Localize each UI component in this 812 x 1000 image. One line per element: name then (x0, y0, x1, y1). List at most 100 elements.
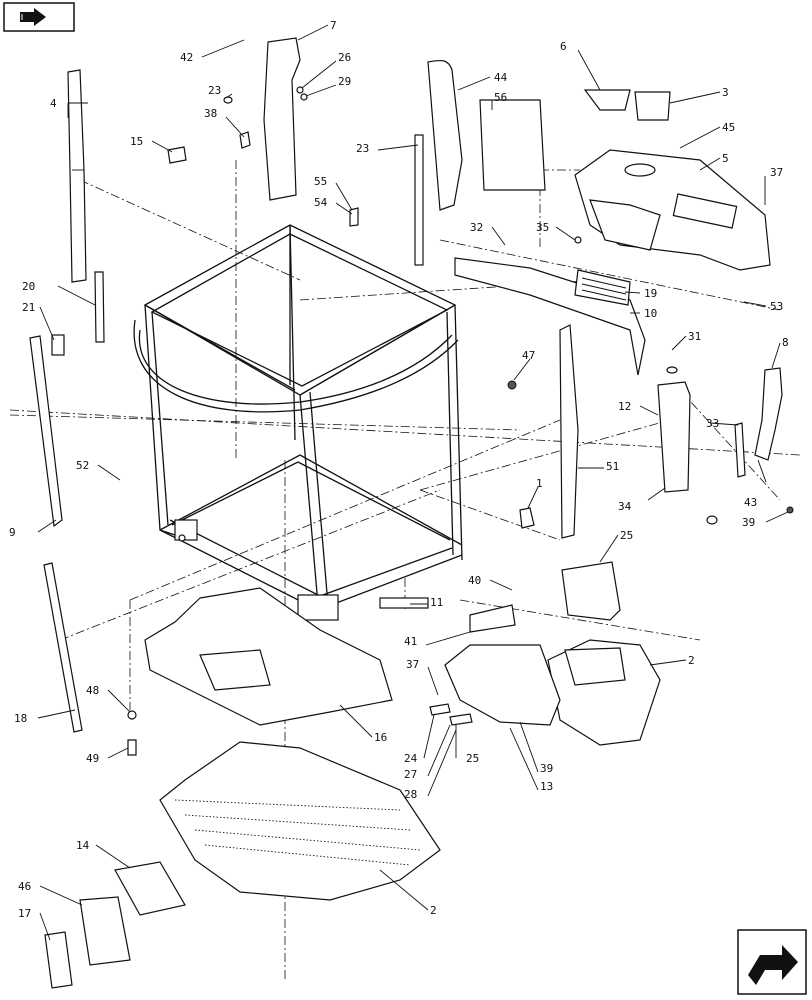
right-brackets (657, 366, 783, 525)
part-45-pillar-trim (427, 59, 463, 211)
pillar-trims (29, 37, 579, 733)
arrow-back-icon (20, 8, 46, 26)
callout-label-27: 25 (620, 529, 633, 542)
callout-label-54: 54 (314, 196, 328, 209)
callout-label-50: 49 (86, 752, 99, 765)
callout-label-52: 52 (76, 459, 89, 472)
part-5-vent (634, 91, 671, 121)
part-8-bracket (754, 367, 783, 461)
part-14-tray (444, 644, 561, 726)
part-23-seal (414, 134, 424, 266)
callout-label-5: 3 (722, 86, 729, 99)
callout-label-42: 41 (404, 635, 417, 648)
part-20-strip (94, 271, 105, 343)
part-10-trim (29, 335, 63, 528)
console-box (444, 561, 661, 746)
part-54-bolt (349, 207, 359, 227)
part-12-strip (379, 597, 429, 609)
callout-label-21: 19 (644, 287, 657, 300)
callout-label-55: 55 (314, 175, 327, 188)
callout-label-46: 45 (722, 121, 735, 134)
callout-label-31: 29 (338, 75, 351, 88)
part-50-bolt (127, 739, 137, 756)
callout-label-37: 37 (770, 166, 783, 179)
part-42-bracket (469, 604, 516, 633)
callout-label-34: 32 (470, 221, 483, 234)
part-17-mat (144, 587, 393, 726)
part-27-cup (561, 561, 621, 621)
callout-label-30: 28 (404, 788, 417, 801)
part-26-clip (429, 703, 451, 716)
callout-label-9: 7 (330, 19, 337, 32)
callout-label-38: 38 (204, 107, 217, 120)
callout-label-32: 31 (688, 330, 701, 343)
callout-label-11: 10 (644, 307, 657, 320)
callout-label-29: 27 (404, 768, 417, 781)
callout-label-45: 44 (494, 71, 508, 84)
callout-label-37b: 37 (406, 658, 419, 671)
part-41-nut (786, 506, 794, 514)
callout-label-13: 12 (618, 400, 631, 413)
callout-label-48: 47 (522, 349, 535, 362)
part-31-pin (300, 93, 308, 101)
part-7-vent (583, 89, 631, 111)
callout-label-15: 14 (76, 839, 90, 852)
callout-label-39: 39 (540, 762, 553, 775)
callout-label-10: 9 (9, 526, 16, 539)
callout-label-14: 13 (540, 780, 553, 793)
part-2-floor (159, 741, 441, 901)
next-nav-button[interactable] (737, 929, 807, 995)
floor-mats (44, 587, 441, 989)
callout-label-20: 20 (22, 280, 35, 293)
part-21-vent (574, 269, 631, 306)
callout-label-25: 25 (466, 752, 479, 765)
part-47-plate (79, 896, 131, 966)
callout-label-18: 17 (18, 907, 31, 920)
part-29-clip (449, 713, 473, 726)
callout-label-17: 16 (374, 731, 387, 744)
part-13-bracket (657, 381, 691, 493)
part-22-clip (51, 334, 65, 356)
part-51-trim (559, 324, 579, 539)
part-11-trim (454, 257, 646, 376)
callout-label-3: 2 (688, 654, 695, 667)
callout-label-49: 48 (86, 684, 99, 697)
callout-label-33: 33 (706, 417, 719, 430)
small-hardware (127, 86, 794, 756)
callout-label-1: 1 (536, 477, 543, 490)
part-16-clip (167, 146, 187, 164)
part-24-ring (223, 96, 233, 104)
cab-frame (133, 224, 463, 621)
callout-label-56: 56 (494, 91, 507, 104)
callout-label-2: 2 (430, 904, 437, 917)
part-49-nut (127, 710, 137, 720)
callout-label-53: 53 (770, 300, 783, 313)
callout-label-22: 21 (22, 301, 35, 314)
callout-label-44: 43 (744, 496, 757, 509)
callout-label-40: 40 (468, 574, 481, 587)
dash-assembly (454, 89, 771, 376)
arrow-next-icon (748, 945, 798, 985)
callout-label-7: 6 (560, 40, 567, 53)
callout-label-16: 15 (130, 135, 143, 148)
callout-label-24: 23 (208, 84, 221, 97)
callout-label-35: 34 (618, 500, 632, 513)
part-28-pin (296, 86, 304, 94)
callout-label-26: 24 (404, 752, 418, 765)
callout-label-47: 46 (18, 880, 31, 893)
part-18-block (44, 931, 73, 989)
part-36-screw (574, 236, 582, 244)
callout-label-41: 39 (742, 516, 755, 529)
back-nav-button[interactable] (3, 2, 75, 32)
callout-label-36: 35 (536, 221, 549, 234)
callout-label-19: 18 (14, 712, 27, 725)
callout-label-23: 23 (356, 142, 369, 155)
part-19-trim (43, 562, 83, 733)
part-48-plug (507, 380, 517, 390)
callout-label-6: 5 (722, 152, 729, 165)
part-33-part (734, 422, 746, 478)
callout-label-4: 4 (50, 97, 57, 110)
part-15-plate (114, 861, 186, 916)
callout-label-43: 42 (180, 51, 193, 64)
part-56-panel (479, 99, 546, 191)
